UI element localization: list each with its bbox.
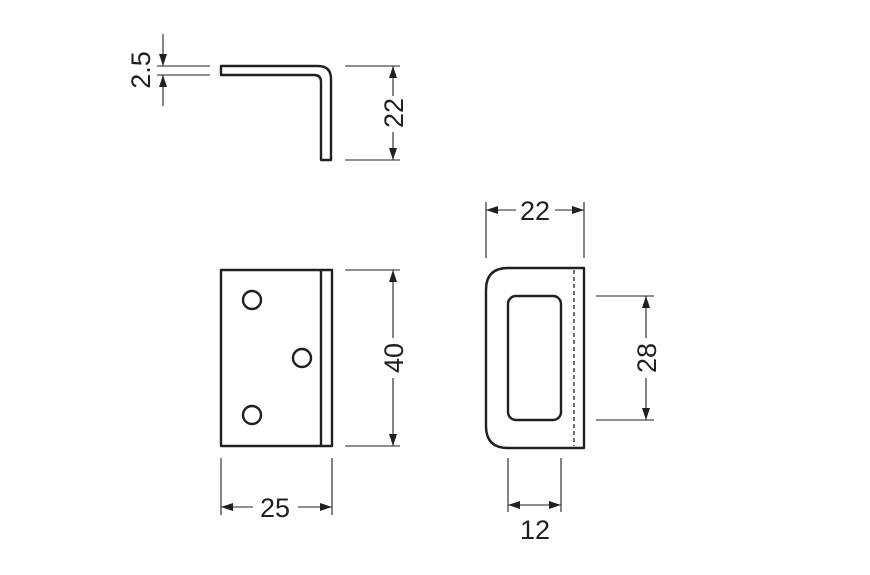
- side-view-body: [484, 266, 586, 450]
- dimension-label-top-height: 22: [379, 98, 409, 128]
- dimension-top-height: 22: [345, 65, 409, 161]
- dimension-label-side-bottom-width: 12: [520, 515, 550, 545]
- dimension-side-bottom-width: 12: [507, 458, 562, 545]
- dimension-label-side-width: 22: [520, 196, 550, 226]
- dimension-top-thickness: 2.5: [126, 34, 210, 106]
- dimension-label-top-thickness: 2.5: [126, 51, 156, 89]
- mounting-hole: [241, 404, 263, 426]
- handle-window: [506, 294, 563, 422]
- dimension-label-side-window-height: 28: [632, 343, 662, 373]
- dimension-side-window-height: 28: [596, 295, 662, 421]
- mounting-hole: [291, 347, 313, 369]
- dimension-label-front-height: 40: [379, 343, 409, 373]
- top-view-profile: [219, 64, 333, 162]
- dimension-front-width: 25: [220, 458, 333, 523]
- dimension-front-height: 40: [345, 269, 409, 447]
- mounting-hole: [241, 289, 263, 311]
- front-view-plate: [219, 268, 334, 448]
- dimension-side-width: 22: [485, 196, 585, 258]
- dimension-label-front-width: 25: [260, 493, 290, 523]
